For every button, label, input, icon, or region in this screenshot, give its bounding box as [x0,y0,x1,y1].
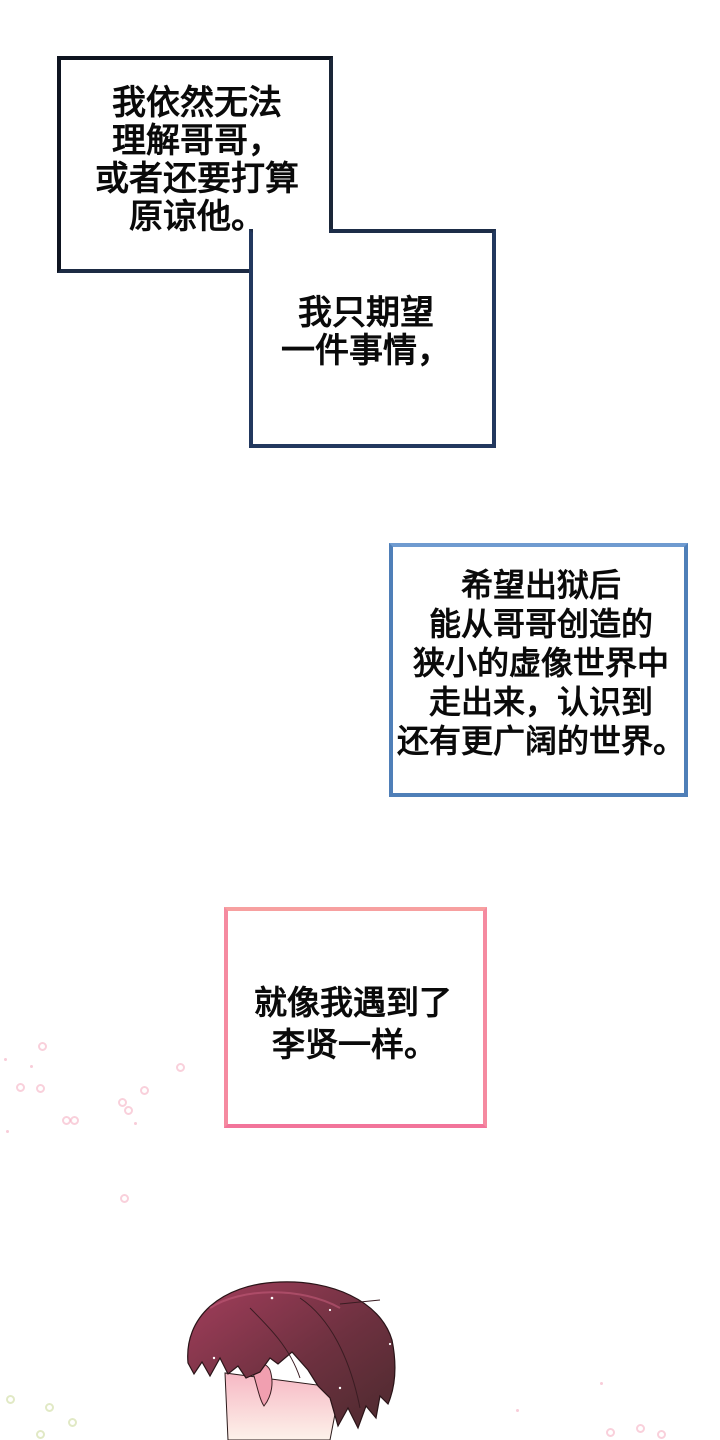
caption-line: 一件事情， [281,331,451,371]
caption-box-4 [224,907,487,1128]
caption-text-3: 希望出狱后 能从哥哥创造的 狭小的虚像世界中 走出来，认识到 还有更广阔的世界。 [396,566,686,761]
caption-line: 我依然无法 [112,83,282,123]
caption-box-1 [57,56,333,273]
caption-line: 狭小的虚像世界中 [412,644,669,682]
caption-text-2: 我只期望 一件事情， [281,293,451,370]
caption-line: 希望出狱后 [460,566,621,604]
caption-line: 理解哥哥， [112,121,282,161]
caption-line: 李贤一样。 [272,1025,437,1064]
caption-text-4: 就像我遇到了 李贤一样。 [254,982,452,1066]
caption-line: 能从哥哥创造的 [428,605,653,643]
caption-line: 我只期望 [298,293,434,333]
caption-line: 走出来，认识到 [428,683,653,721]
caption-line: 原谅他。 [129,197,265,237]
caption-line: 就像我遇到了 [254,983,452,1022]
caption-line: 或者还要打算 [95,159,299,199]
caption-line: 还有更广阔的世界。 [396,722,685,760]
character-illustration [187,1281,396,1440]
caption-text-1: 我依然无法 理解哥哥， 或者还要打算 原谅他。 [95,83,299,237]
caption-joint [253,225,329,277]
caption-box-3 [389,543,688,797]
